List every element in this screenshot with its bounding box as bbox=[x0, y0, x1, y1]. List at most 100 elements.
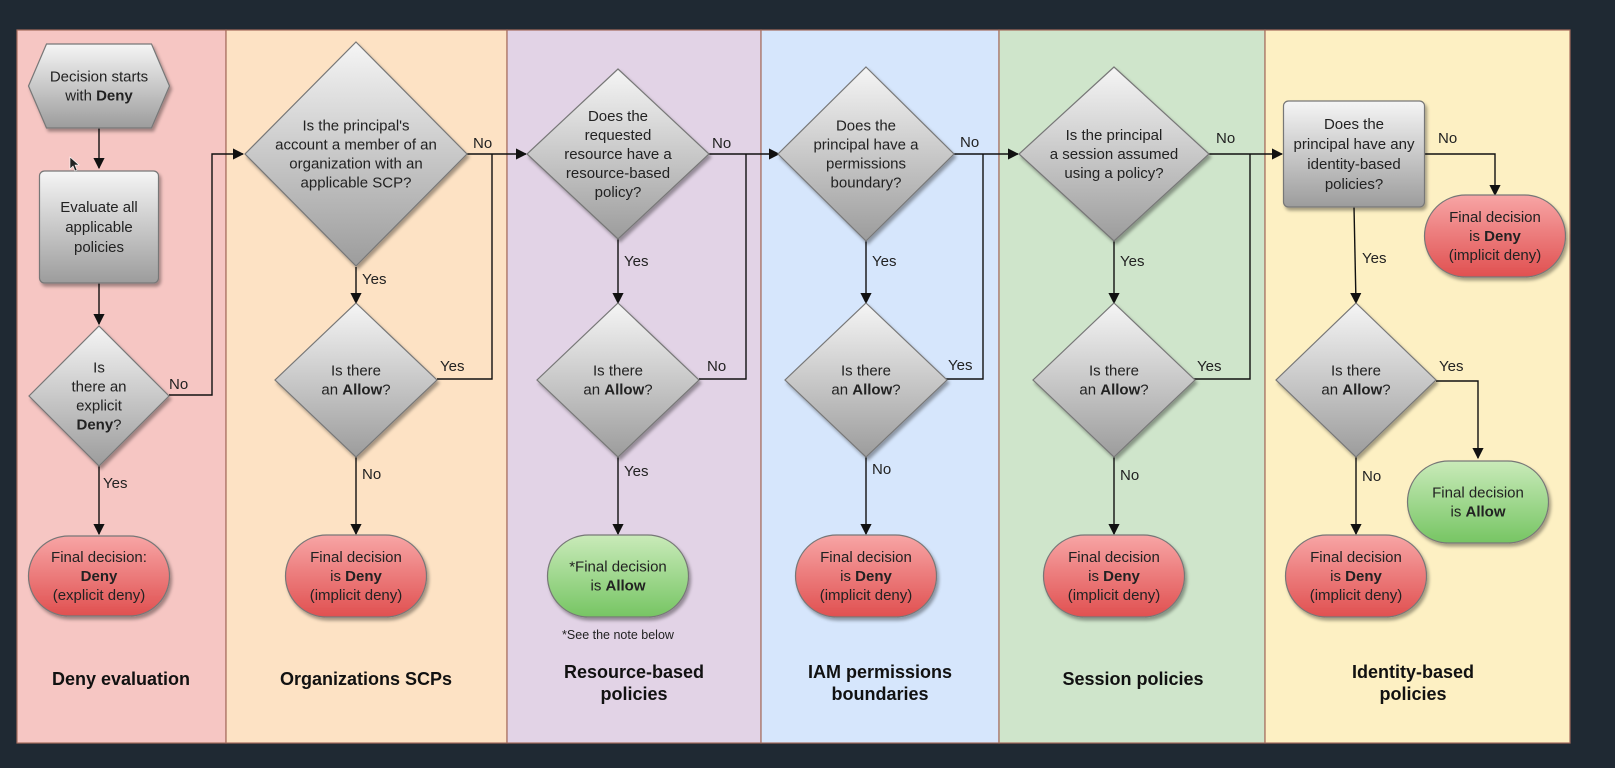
resource-question-node-shape bbox=[526, 68, 710, 240]
edge-label-yes: Yes bbox=[624, 253, 648, 270]
edge-label-no: No bbox=[872, 461, 891, 478]
edge-label-no: No bbox=[712, 135, 731, 152]
boundary-allow-question-node-shape bbox=[784, 302, 948, 458]
final-explicit-deny-node-shape bbox=[27, 535, 171, 617]
start-decision-node-shape bbox=[27, 43, 171, 129]
identity-question-node-shape bbox=[1282, 100, 1426, 208]
identity-final-deny-no-policy-node-shape bbox=[1423, 194, 1567, 278]
edge-boundary-allow-yes bbox=[946, 154, 984, 380]
edge-labels: No Yes No Yes Yes No No Yes No Yes No Ye… bbox=[103, 130, 1463, 492]
edge-label-yes: Yes bbox=[103, 475, 127, 492]
edge-explicit-deny-no bbox=[169, 148, 245, 396]
edge-label-yes: Yes bbox=[1197, 358, 1221, 375]
edge-label-yes: Yes bbox=[362, 271, 386, 288]
edge-identity-allow-yes bbox=[1436, 380, 1484, 460]
edge-label-yes: Yes bbox=[1362, 250, 1386, 267]
edge-label-no: No bbox=[707, 358, 726, 375]
scp-final-deny-node-shape bbox=[284, 534, 428, 618]
resource-final-allow-node-shape bbox=[546, 534, 690, 618]
identity-final-deny-node-shape bbox=[1284, 534, 1428, 618]
session-final-deny-node-shape bbox=[1042, 534, 1186, 618]
lane-title-deny: Deny evaluation bbox=[52, 669, 190, 689]
connectors bbox=[93, 127, 1501, 536]
edge-label-no: No bbox=[362, 466, 381, 483]
boundary-question-node-shape bbox=[777, 66, 955, 242]
edge-label-no: No bbox=[1438, 130, 1457, 147]
lane-title-scp: Organizations SCPs bbox=[280, 669, 452, 689]
edge-label-no: No bbox=[169, 376, 188, 393]
edge-identity-yes bbox=[1350, 206, 1362, 305]
boundary-final-deny-node-shape bbox=[794, 534, 938, 618]
edge-label-yes: Yes bbox=[1439, 358, 1463, 375]
edge-label-yes: Yes bbox=[948, 357, 972, 374]
evaluate-policies-node-shape bbox=[38, 170, 160, 284]
resource-allow-question-node-shape bbox=[536, 302, 700, 458]
edge-scp-allow-yes bbox=[437, 154, 493, 380]
scp-allow-question-node-shape bbox=[274, 302, 438, 458]
node-label: Final decision:Deny(explicit deny) bbox=[51, 549, 147, 604]
edge-label-no: No bbox=[1216, 130, 1235, 147]
session-allow-question-node-shape bbox=[1032, 302, 1196, 458]
edge-label-no: No bbox=[1120, 467, 1139, 484]
edge-session-allow-yes bbox=[1194, 154, 1251, 380]
edge-label-yes: Yes bbox=[872, 253, 896, 270]
mouse-cursor-icon bbox=[69, 156, 80, 172]
resource-note: *See the note below bbox=[562, 628, 675, 642]
edge-identity-no bbox=[1424, 153, 1501, 197]
edge-label-no: No bbox=[473, 135, 492, 152]
edge-label-no: No bbox=[960, 134, 979, 151]
edge-label-no: No bbox=[1362, 468, 1381, 485]
final-explicit-deny-node: Final decision:Deny(explicit deny) bbox=[27, 535, 171, 617]
identity-allow-question-node-shape bbox=[1275, 302, 1437, 458]
edge-label-yes: Yes bbox=[624, 463, 648, 480]
identity-final-allow-node-shape bbox=[1406, 460, 1550, 544]
explicit-deny-question-node-shape bbox=[28, 325, 170, 467]
edge-resource-allow-no bbox=[699, 154, 747, 380]
session-question-node-shape bbox=[1018, 66, 1210, 242]
